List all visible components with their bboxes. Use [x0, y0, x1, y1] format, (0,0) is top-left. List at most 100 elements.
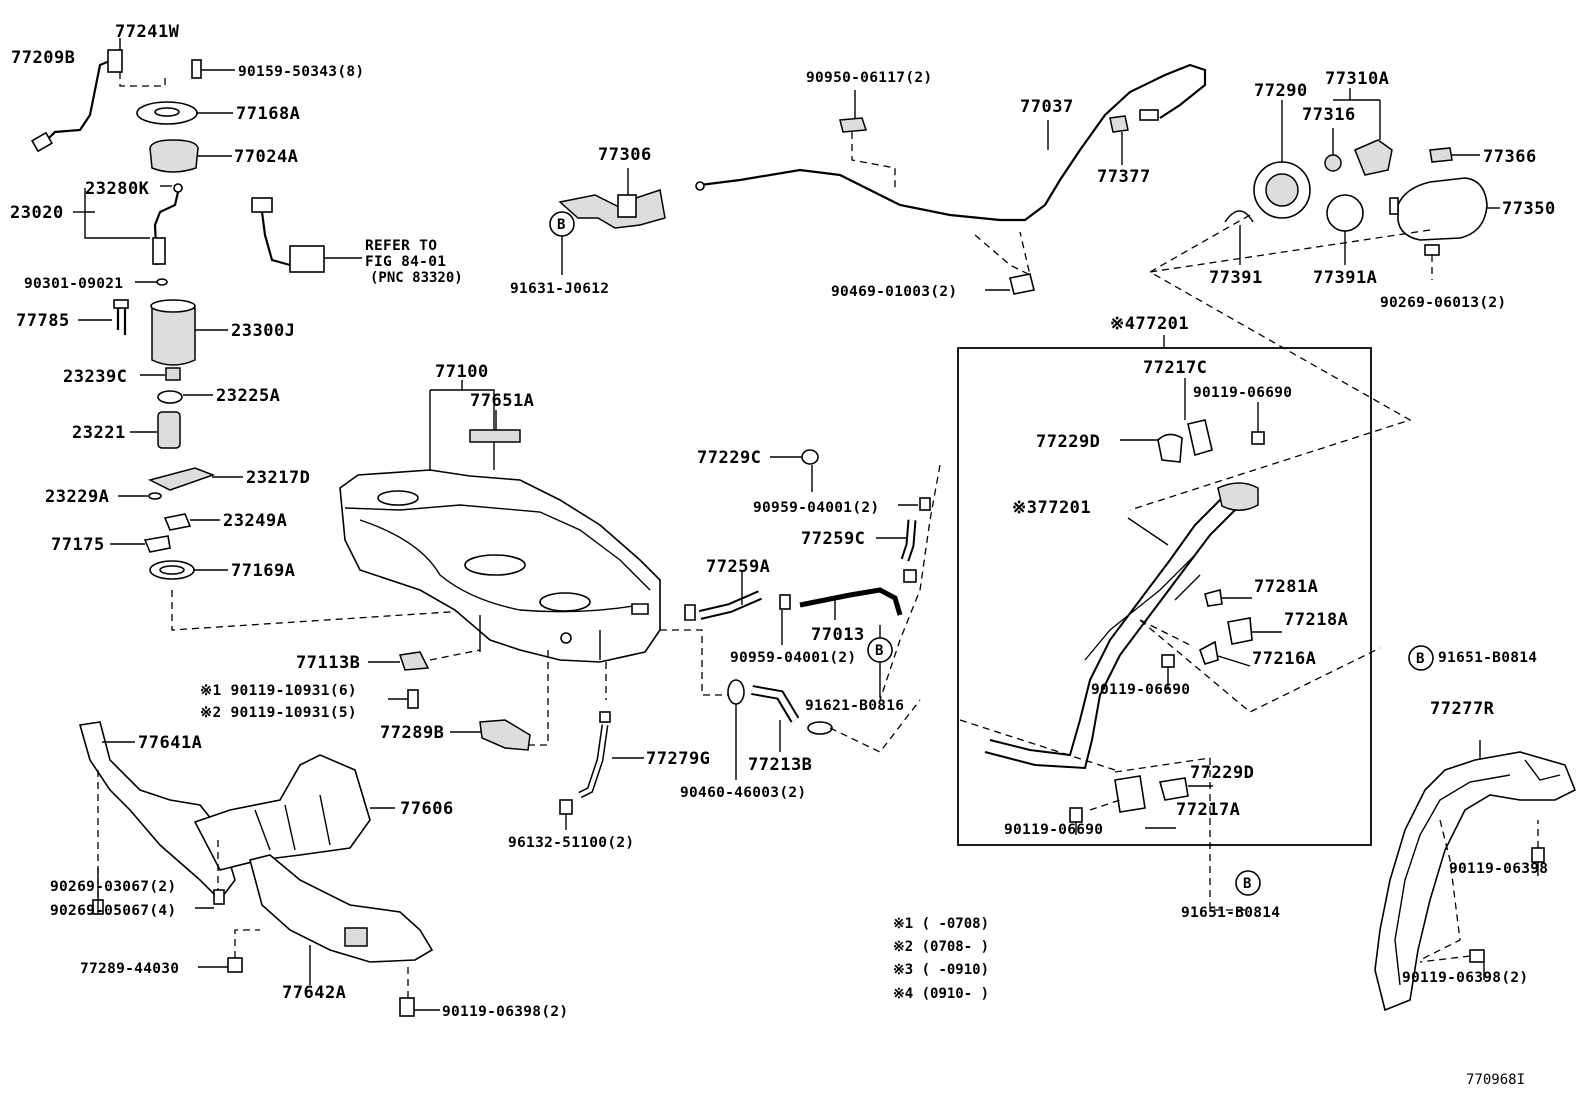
label-23221: 23221: [72, 423, 126, 443]
connector-box-84-01-shape: [289, 245, 325, 273]
liner-77277R-group: [1374, 740, 1577, 1012]
label-77259C: 77259C: [801, 529, 865, 549]
label-23239C: 23239C: [63, 367, 127, 387]
label-23217D: 23217D: [246, 468, 310, 488]
callout-b-2: B: [875, 643, 883, 659]
label-90119-note1: ※1 90119-10931(6): [200, 683, 357, 699]
label-77216A: 77216A: [1252, 649, 1316, 669]
label-90959-a: 90959-04001(2): [753, 500, 879, 516]
fuel-pump-assembly-group: [30, 38, 481, 631]
fuel-pump-23221-shape: [157, 411, 181, 449]
label-96132: 96132-51100(2): [508, 835, 634, 851]
label-90301: 90301-09021: [24, 276, 123, 292]
label-90269-06013: 90269-06013(2): [1380, 295, 1506, 311]
cover-77606-shape: [193, 754, 371, 871]
label-77229D-b: 77229D: [1190, 763, 1254, 783]
fuel-cap-77310A-shape: [1354, 139, 1393, 176]
label-77651A: 77651A: [470, 391, 534, 411]
label-90269-05067: 90269-05067(4): [50, 903, 176, 919]
label-77229D-a: 77229D: [1036, 432, 1100, 452]
label-90119-06690-b: 90119-06690: [1091, 682, 1190, 698]
vent-hose-group: [660, 449, 941, 780]
label-77289-44030: 77289-44030: [80, 961, 179, 977]
label-77100: 77100: [435, 362, 489, 382]
fuel-cap-group: [1129, 88, 1500, 511]
callout-b-markers: [549, 211, 1434, 896]
footnotes: ※1 ( -0708) ※2 (0708- ) ※3 ( -0910) ※4 (…: [893, 916, 989, 1002]
fuel-tank-77100-group: [339, 380, 661, 746]
label-91631: 91631-J0612: [510, 281, 609, 297]
label-77289B: 77289B: [380, 723, 444, 743]
label-77209B: 77209B: [11, 48, 75, 68]
label-77037: 77037: [1020, 97, 1074, 117]
label-77641A: 77641A: [138, 733, 202, 753]
label-77168A: 77168A: [236, 104, 300, 124]
label-77169A: 77169A: [231, 561, 295, 581]
footnote-1: ※1 ( -0708): [893, 916, 989, 932]
label-23225A: 23225A: [216, 386, 280, 406]
cable-77037-shape: [699, 63, 1207, 222]
label-90950: 90950-06117(2): [806, 70, 932, 86]
lid-opener-group: [558, 63, 1207, 295]
connector-77209B-shape: [30, 131, 54, 153]
callout-b-4: B: [1243, 876, 1251, 892]
footnote-2: ※2 (0708- ): [893, 939, 989, 955]
label-90119-06398-b: 90119-06398(2): [442, 1004, 568, 1020]
label-77229C: 77229C: [697, 448, 761, 468]
label-77024A: 77024A: [234, 147, 298, 167]
tank-bracket-group: [368, 651, 531, 751]
label-77391A: 77391A: [1313, 268, 1377, 288]
label-77290: 77290: [1254, 81, 1308, 101]
bolt-90159-shape: [191, 59, 202, 79]
footnote-4: ※4 (0910- ): [893, 986, 989, 1002]
label-23229A: 23229A: [45, 487, 109, 507]
cover-77642A-shape: [249, 854, 434, 963]
filler-pipe-box-group: [957, 335, 1381, 911]
label-77350: 77350: [1502, 199, 1556, 219]
refer-text-line3: (PNC 83320): [370, 270, 463, 286]
under-covers-group: [78, 721, 440, 1017]
label-77306: 77306: [598, 145, 652, 165]
callout-b-3: B: [1416, 651, 1424, 667]
label-90119-06690-c: 90119-06690: [1004, 822, 1103, 838]
label-23280K: 23280K: [85, 179, 150, 199]
clip-77241W-shape: [107, 49, 123, 73]
label-23300J: 23300J: [231, 321, 295, 341]
label-90119-note2: ※2 90119-10931(5): [200, 705, 357, 721]
label-77013: 77013: [811, 625, 865, 645]
label-90159: 90159-50343(8): [238, 64, 364, 80]
label-77259A: 77259A: [706, 557, 770, 577]
label-77213B: 77213B: [748, 755, 812, 775]
label-77201-note3: ※377201: [1012, 498, 1091, 518]
hose-77279G-group: [559, 711, 644, 830]
label-77281A: 77281A: [1254, 577, 1318, 597]
label-77377: 77377: [1097, 167, 1151, 187]
label-77310A: 77310A: [1325, 69, 1389, 89]
strainer-23217D-shape: [147, 467, 216, 491]
label-77642A: 77642A: [282, 983, 346, 1003]
label-77217A: 77217A: [1176, 800, 1240, 820]
label-90460: 90460-46003(2): [680, 785, 806, 801]
label-77391: 77391: [1209, 268, 1263, 288]
label-90119-06398-c: 90119-06398: [1449, 861, 1548, 877]
label-77277R: 77277R: [1430, 699, 1495, 719]
label-77279G: 77279G: [646, 749, 710, 769]
label-77201-note4: ※477201: [1110, 314, 1189, 334]
bracket-77289B-shape: [479, 719, 531, 751]
cover-77641A-shape: [78, 721, 236, 902]
label-90469: 90469-01003(2): [831, 284, 957, 300]
label-77217C: 77217C: [1143, 358, 1207, 378]
label-77113B: 77113B: [296, 653, 360, 673]
label-77175: 77175: [51, 535, 105, 555]
label-77316: 77316: [1302, 105, 1356, 125]
label-77606: 77606: [400, 799, 454, 819]
fuel-lid-77350-shape: [1397, 177, 1488, 241]
label-91621: 91621-B0816: [805, 698, 904, 714]
label-90959-b: 90959-04001(2): [730, 650, 856, 666]
refer-text-line2: FIG 84-01: [365, 254, 446, 270]
label-77366: 77366: [1483, 147, 1537, 167]
fuel-filter-23300J-shape: [151, 307, 196, 366]
refer-text-line1: REFER TO: [365, 238, 437, 254]
label-23249A: 23249A: [223, 511, 287, 531]
